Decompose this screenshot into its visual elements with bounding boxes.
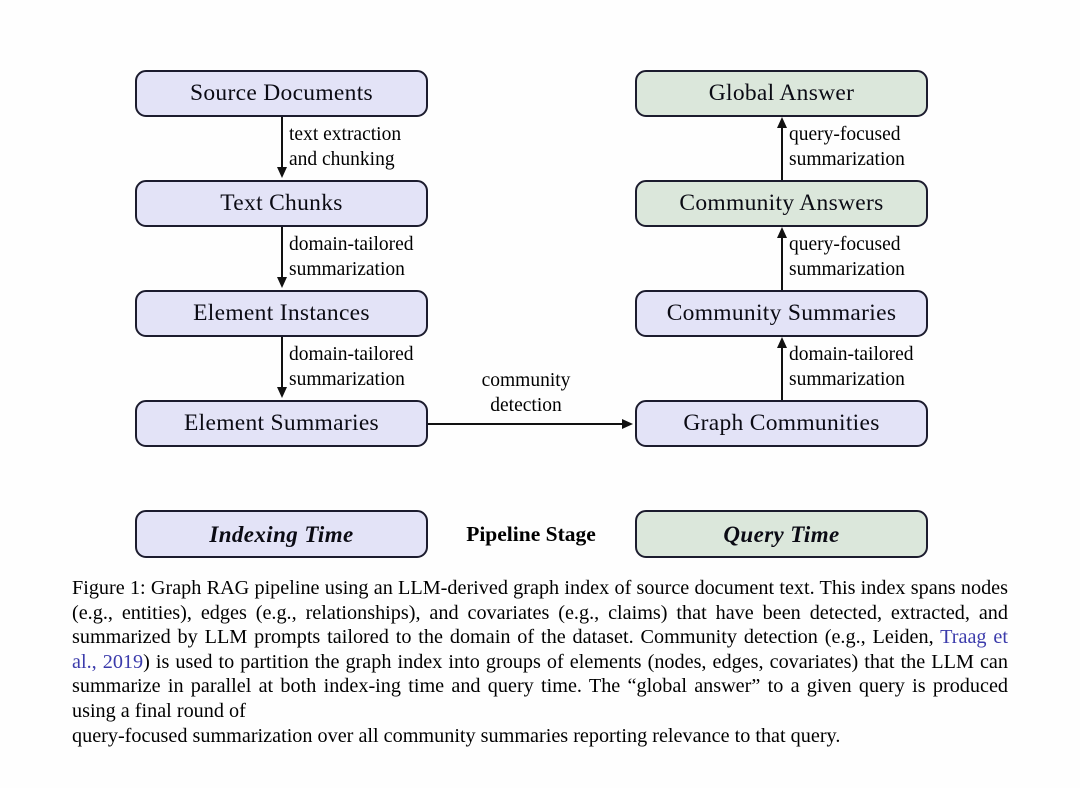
caption-text-last-line: query-focused summarization over all com… bbox=[72, 724, 841, 747]
edge-label-line-1: query-focused bbox=[789, 234, 901, 255]
arrowhead-element-summaries-to-graph-communities bbox=[622, 418, 633, 429]
pipeline-diagram: Source Documents text extraction and chu… bbox=[135, 70, 928, 558]
legend-query-time[interactable]: Query Time bbox=[635, 510, 928, 558]
arrow-text-chunks-to-element-instances bbox=[281, 227, 283, 279]
node-element-instances[interactable]: Element Instances bbox=[135, 290, 428, 337]
node-element-summaries-label: Element Summaries bbox=[183, 409, 380, 436]
edge-label-line-1: domain-tailored bbox=[789, 344, 914, 365]
node-global-answer[interactable]: Global Answer bbox=[635, 70, 928, 117]
node-source-documents-label: Source Documents bbox=[190, 79, 373, 106]
legend-indexing-time[interactable]: Indexing Time bbox=[135, 510, 428, 558]
arrow-source-documents-to-text-chunks bbox=[281, 117, 283, 169]
legend-indexing-time-label: Indexing Time bbox=[209, 521, 354, 547]
edge-label-line-1: domain-tailored bbox=[289, 344, 414, 365]
node-element-instances-label: Element Instances bbox=[193, 299, 370, 326]
edge-label-line-1: domain-tailored bbox=[289, 234, 414, 255]
arrow-community-summaries-to-community-answers bbox=[781, 238, 783, 290]
edge-label-line-2: summarization bbox=[289, 369, 405, 390]
node-community-summaries-label: Community Summaries bbox=[666, 299, 897, 326]
arrowhead-community-summaries-to-community-answers bbox=[776, 227, 787, 238]
edge-label-line-2: summarization bbox=[289, 259, 405, 280]
figure-caption: Figure 1: Graph RAG pipeline using an LL… bbox=[72, 576, 1008, 748]
node-graph-communities[interactable]: Graph Communities bbox=[635, 400, 928, 447]
arrow-element-instances-to-element-summaries bbox=[281, 337, 283, 389]
legend-pipeline-stage-label: Pipeline Stage bbox=[466, 522, 596, 546]
edge-label-query-focused-summarization-2: query-focused summarization bbox=[789, 232, 905, 282]
edge-label-text-extraction-and-chunking: text extraction and chunking bbox=[289, 122, 401, 172]
node-text-chunks[interactable]: Text Chunks bbox=[135, 180, 428, 227]
edge-label-line-2: summarization bbox=[789, 259, 905, 280]
edge-label-community-detection: community detection bbox=[456, 368, 596, 418]
edge-label-line-2: and chunking bbox=[289, 149, 395, 170]
arrow-graph-communities-to-community-summaries bbox=[781, 348, 783, 400]
edge-label-line-1: text extraction bbox=[289, 124, 402, 145]
node-element-summaries[interactable]: Element Summaries bbox=[135, 400, 428, 447]
legend-query-time-label: Query Time bbox=[723, 521, 840, 547]
node-text-chunks-label: Text Chunks bbox=[220, 189, 343, 216]
node-graph-communities-label: Graph Communities bbox=[683, 409, 880, 436]
caption-text-part-2: ) is used to partition the graph index i… bbox=[72, 650, 1008, 722]
node-community-answers[interactable]: Community Answers bbox=[635, 180, 928, 227]
edge-label-line-1: query-focused bbox=[789, 124, 901, 145]
arrowhead-community-answers-to-global-answer bbox=[776, 117, 787, 128]
arrowhead-graph-communities-to-community-summaries bbox=[776, 337, 787, 348]
arrow-element-summaries-to-graph-communities bbox=[428, 423, 624, 425]
arrowhead-text-chunks-to-element-instances bbox=[276, 277, 287, 288]
edge-label-query-focused-summarization-1: query-focused summarization bbox=[789, 122, 905, 172]
edge-label-domain-tailored-summarization-1: domain-tailored summarization bbox=[289, 232, 414, 282]
arrow-community-answers-to-global-answer bbox=[781, 128, 783, 180]
arrowhead-element-instances-to-element-summaries bbox=[276, 387, 287, 398]
edge-label-line-2: summarization bbox=[789, 369, 905, 390]
arrowhead-source-documents-to-text-chunks bbox=[276, 167, 287, 178]
caption-citation-link[interactable]: Traag et al., 2019 bbox=[72, 626, 1008, 673]
edge-label-domain-tailored-summarization-3: domain-tailored summarization bbox=[789, 342, 914, 392]
node-community-summaries[interactable]: Community Summaries bbox=[635, 290, 928, 337]
node-source-documents[interactable]: Source Documents bbox=[135, 70, 428, 117]
edge-label-line-2: detection bbox=[490, 395, 562, 416]
caption-text-part-1: Figure 1: Graph RAG pipeline using an LL… bbox=[72, 577, 1008, 649]
edge-label-line-2: summarization bbox=[789, 149, 905, 170]
edge-label-line-1: community bbox=[481, 370, 571, 391]
edge-label-domain-tailored-summarization-2: domain-tailored summarization bbox=[289, 342, 414, 392]
node-global-answer-label: Global Answer bbox=[708, 79, 855, 106]
node-community-answers-label: Community Answers bbox=[679, 189, 884, 216]
